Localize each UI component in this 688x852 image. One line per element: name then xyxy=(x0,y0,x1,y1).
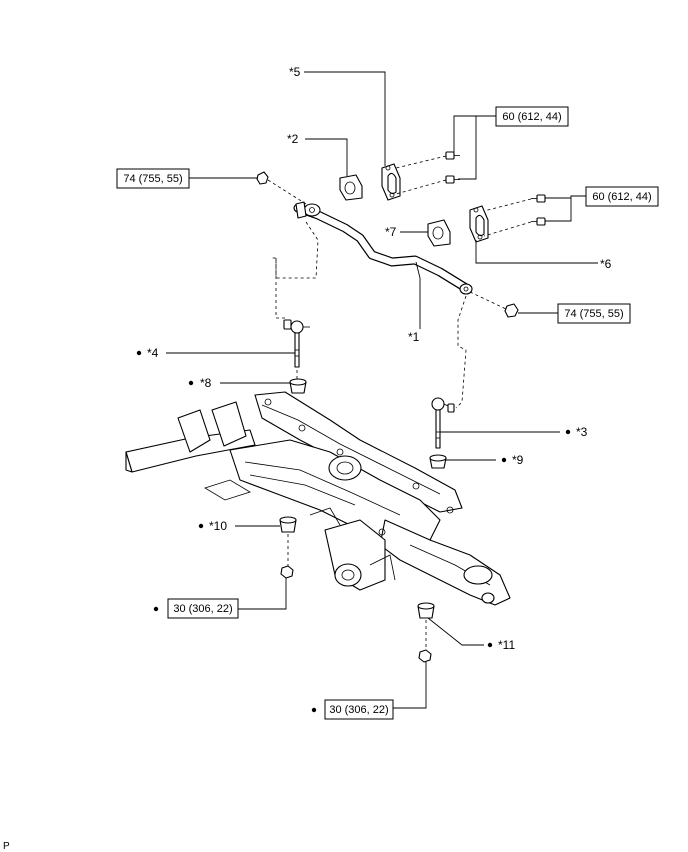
torque-box xyxy=(585,186,659,207)
lower-link-bushing-left xyxy=(289,378,307,394)
bullet-marker xyxy=(198,523,204,529)
link-alignment-line xyxy=(275,258,288,319)
subframe-stopper-left xyxy=(279,516,297,533)
callout-1: *1 xyxy=(408,330,420,344)
bracket-bolt xyxy=(531,194,546,203)
leader-line xyxy=(304,71,386,166)
callout-3: *3 xyxy=(576,425,588,439)
leader-line xyxy=(238,578,287,610)
bullet-marker xyxy=(136,350,142,356)
nut-alignment-line xyxy=(267,179,307,205)
stabilizer-bar xyxy=(293,201,473,295)
stabilizer-bushing-left xyxy=(339,174,363,201)
torque-box xyxy=(557,303,631,324)
callout-5: *5 xyxy=(289,65,301,79)
torque-box xyxy=(495,106,569,127)
bracket-bolt xyxy=(531,217,546,226)
leader-line xyxy=(453,115,476,152)
bracket-bolt xyxy=(445,175,460,184)
nut-alignment-line xyxy=(469,291,507,310)
bushing-bracket-upper xyxy=(381,163,401,201)
link-alignment-line xyxy=(455,295,467,409)
bullet-marker xyxy=(501,457,507,463)
bolt-alignment-line xyxy=(395,179,447,195)
leader-line xyxy=(392,662,427,709)
lower-link-bushing-right xyxy=(429,454,447,469)
subframe-stopper-right xyxy=(417,602,435,619)
bullet-marker xyxy=(153,606,159,612)
torque-label-nut-right: 74 (755, 55) xyxy=(564,308,623,320)
torque-box xyxy=(324,699,394,720)
subframe-nut-right xyxy=(418,649,432,663)
leader-line xyxy=(305,138,348,176)
stabilizer-bushing-right xyxy=(427,219,451,247)
stabilizer-link-right xyxy=(431,397,455,449)
bolt-alignment-line xyxy=(483,221,532,237)
torque-box xyxy=(167,598,239,619)
stabilizer-link-left xyxy=(283,319,310,368)
bolt-alignment-line xyxy=(483,198,532,212)
callout-6: *6 xyxy=(600,257,612,271)
torque-label-rear-nut-left: 30 (306, 22) xyxy=(173,603,232,615)
torque-label-bracket-bolts-lower: 60 (612, 44) xyxy=(592,191,651,203)
link-nut-right xyxy=(504,303,519,318)
bullet-marker xyxy=(487,642,493,648)
subframe-nut-left xyxy=(280,565,294,579)
callout-8: *8 xyxy=(200,376,212,390)
callout-4: *4 xyxy=(147,346,159,360)
leader-line xyxy=(475,240,598,264)
bushing-bracket-lower xyxy=(469,205,489,243)
torque-box xyxy=(116,168,190,189)
leader-line xyxy=(545,195,586,222)
bolt-alignment-line xyxy=(395,155,447,169)
bullet-marker xyxy=(311,707,317,713)
leader-line xyxy=(427,617,484,646)
callout-10: *10 xyxy=(209,519,227,533)
bracket-bolt xyxy=(445,151,460,160)
link-alignment-line xyxy=(270,221,319,279)
leader-line xyxy=(415,261,421,329)
callout-2: *2 xyxy=(287,132,299,146)
callout-9: *9 xyxy=(512,453,524,467)
callout-11: *11 xyxy=(498,638,515,652)
figure-code: P xyxy=(3,841,10,852)
torque-label-rear-nut-right: 30 (306, 22) xyxy=(329,704,388,716)
leader-line xyxy=(458,115,496,180)
torque-label-bracket-bolts-upper: 60 (612, 44) xyxy=(502,111,561,123)
bullet-marker xyxy=(565,429,571,435)
rear-subframe-assembly xyxy=(125,391,511,606)
bullet-marker xyxy=(188,380,194,386)
link-nut-left xyxy=(256,171,269,185)
torque-label-nut-left: 74 (755, 55) xyxy=(123,173,182,185)
callout-7: *7 xyxy=(385,225,397,239)
